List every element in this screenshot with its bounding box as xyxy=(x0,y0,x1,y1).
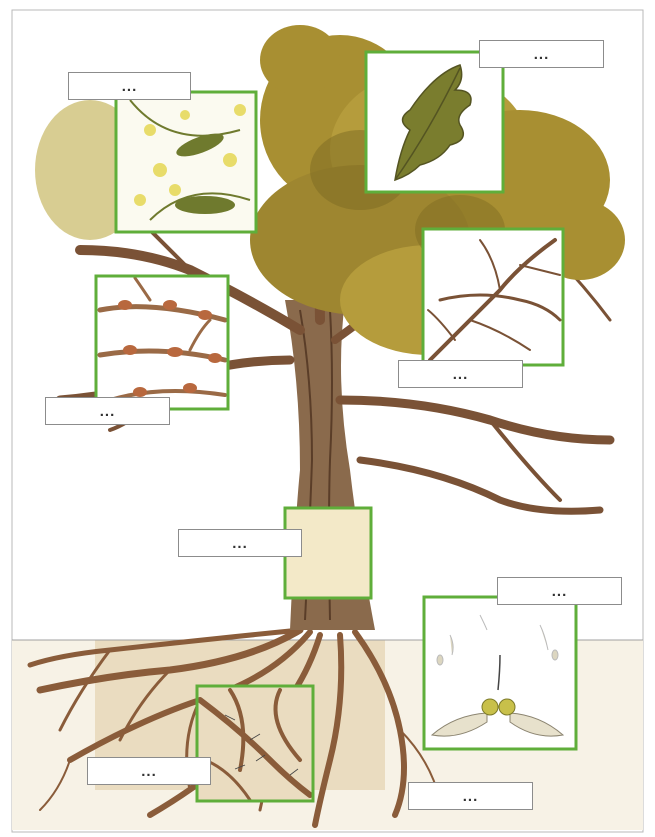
label-text: ... xyxy=(122,78,138,95)
panel-leaf xyxy=(366,52,503,192)
label-leaf[interactable]: ... xyxy=(479,40,604,68)
label-text: ... xyxy=(552,583,568,600)
label-roots[interactable]: ... xyxy=(87,757,211,785)
label-text: ... xyxy=(453,366,469,383)
panel-roots xyxy=(197,686,313,801)
label-text: ... xyxy=(463,788,479,805)
label-winter-branches[interactable]: ... xyxy=(398,360,523,388)
panel-fruit xyxy=(424,597,576,749)
seed-icon xyxy=(482,699,498,715)
panel-flowers xyxy=(116,92,256,232)
label-trunk[interactable]: ... xyxy=(178,529,302,557)
label-text: ... xyxy=(100,403,116,420)
label-ground[interactable]: ... xyxy=(408,782,533,810)
label-text: ... xyxy=(534,46,550,63)
label-text: ... xyxy=(141,763,157,780)
label-buds[interactable]: ... xyxy=(45,397,170,425)
label-flowers[interactable]: ... xyxy=(68,72,191,100)
panel-buds xyxy=(96,276,228,409)
label-text: ... xyxy=(232,535,248,552)
label-fruit[interactable]: ... xyxy=(497,577,622,605)
panel-branches xyxy=(423,229,563,365)
